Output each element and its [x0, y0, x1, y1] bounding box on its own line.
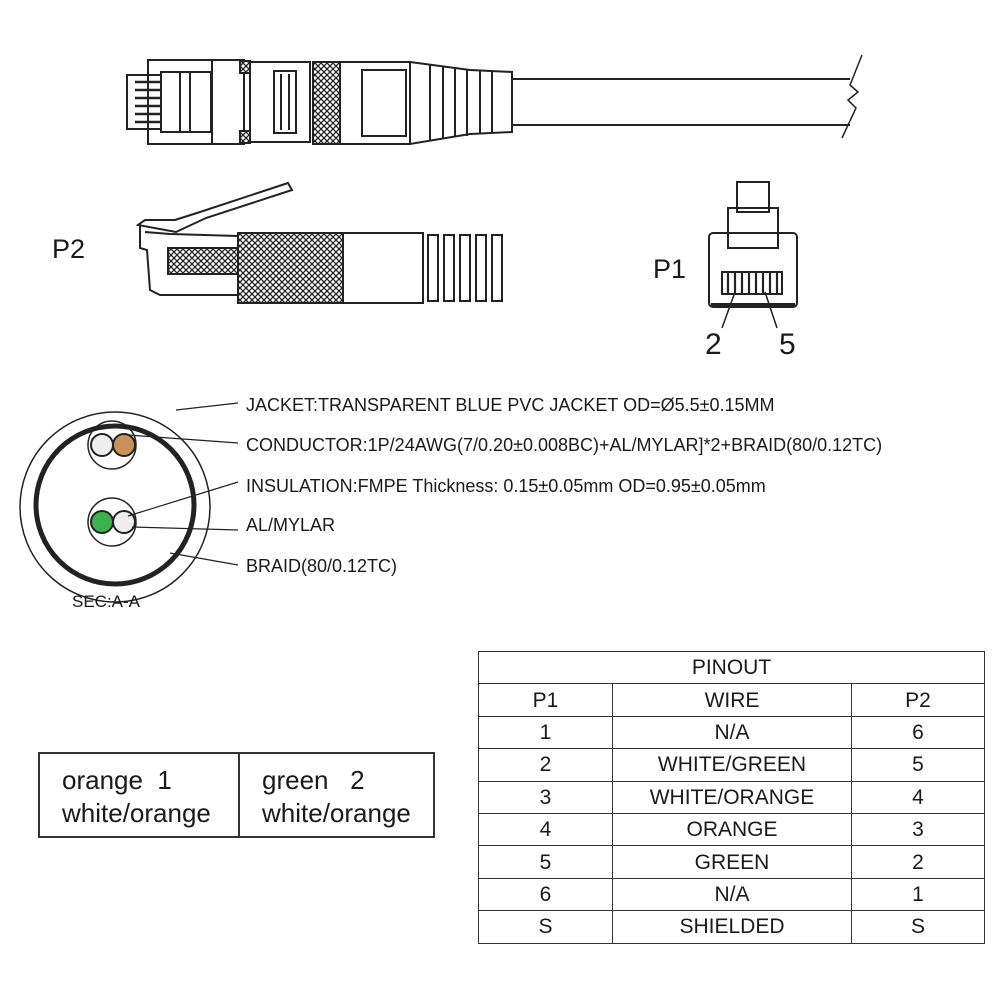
cell-p2: 2 [851, 845, 985, 879]
cell-wire: GREEN [612, 845, 852, 879]
rj45-plug-p2-side [135, 181, 503, 304]
cell-p1: 1 [478, 715, 613, 750]
cable-cross-section [19, 402, 239, 603]
callout-jacket: JACKET:TRANSPARENT BLUE PVC JACKET OD=Ø5… [246, 395, 775, 415]
callout-conductor: CONDUCTOR:1P/24AWG(7/0.20±0.008BC)+AL/MY… [246, 435, 883, 455]
cell-wire: N/A [612, 715, 852, 750]
rj45-plug-p1-front [708, 181, 798, 329]
p1-label: P1 [653, 254, 687, 284]
cell-wire: ORANGE [612, 812, 852, 847]
cell-p1: 5 [478, 845, 613, 879]
wire-pair-legend: orange 1 white/orange green 2 white/oran… [38, 752, 435, 838]
header-wire: WIRE [612, 683, 852, 717]
pair-2-cell: green 2 white/orange [238, 754, 411, 836]
pinout-title: PINOUT [478, 650, 985, 685]
header-p2: P2 [851, 683, 985, 717]
cell-p2: 4 [851, 780, 985, 814]
cell-p1: 3 [478, 780, 613, 814]
cell-p1: S [478, 910, 613, 944]
cell-wire: N/A [612, 877, 852, 912]
pair-2-line-2: white/orange [262, 798, 411, 828]
pair-1-line-2: white/orange [62, 798, 211, 828]
cell-wire: SHIELDED [612, 910, 852, 944]
cell-p2: S [851, 910, 985, 944]
cell-p2: 1 [851, 877, 985, 912]
cell-wire: WHITE/ORANGE [612, 780, 852, 814]
cell-p2: 5 [851, 748, 985, 782]
rj45-plug-side-view [126, 54, 863, 146]
cell-p1: 4 [478, 812, 613, 847]
pin-5-label: 5 [779, 328, 796, 361]
cell-p2: 3 [851, 812, 985, 847]
header-p1: P1 [478, 683, 613, 717]
callout-al-mylar: AL/MYLAR [246, 515, 336, 535]
cell-p1: 6 [478, 877, 613, 912]
callout-insulation: INSULATION:FMPE Thickness: 0.15±0.05mm O… [246, 476, 766, 496]
cell-p2: 6 [851, 715, 985, 750]
callout-braid: BRAID(80/0.12TC) [246, 556, 398, 576]
cell-wire: WHITE/GREEN [612, 748, 852, 782]
cell-p1: 2 [478, 748, 613, 782]
section-label: SEC:A-A [72, 592, 141, 611]
pair-1-cell: orange 1 white/orange [40, 754, 238, 836]
pinout-header-row: P1 WIRE P2 [478, 683, 985, 717]
p2-label: P2 [52, 234, 86, 264]
pair-2-line-1: green 2 [262, 765, 365, 795]
pair-1-line-1: orange 1 [62, 765, 172, 795]
pin-2-label: 2 [705, 328, 722, 361]
